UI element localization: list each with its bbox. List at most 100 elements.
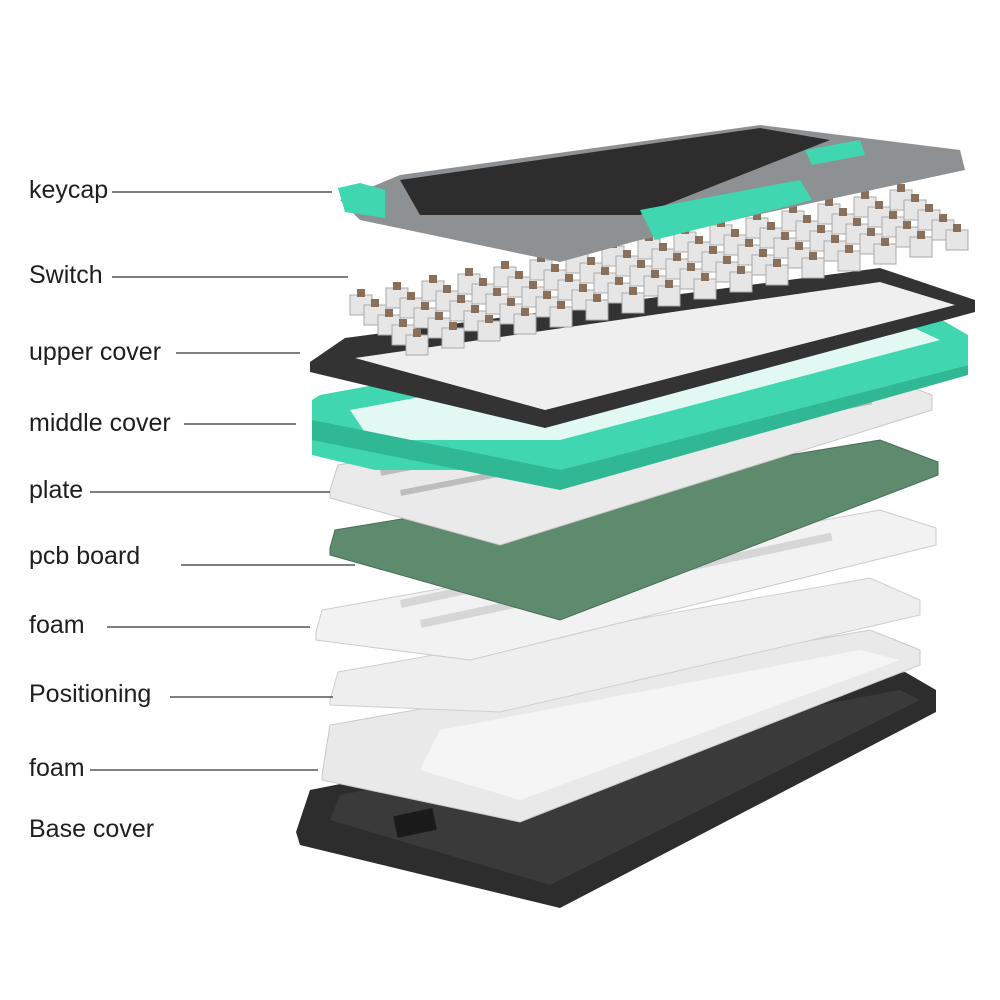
switch-stem (753, 212, 761, 220)
switch-stem (421, 302, 429, 310)
switch-stem (709, 246, 717, 254)
switches-part (349, 184, 969, 356)
switch-stem (479, 278, 487, 286)
switch-body (909, 236, 933, 258)
switch-stem (817, 225, 825, 233)
switch-body (441, 327, 465, 349)
switch-stem (601, 267, 609, 275)
switch-body (513, 313, 537, 335)
switch-stem (659, 243, 667, 251)
switch-stem (515, 271, 523, 279)
switch-stem (845, 245, 853, 253)
label-switch: Switch (29, 261, 103, 289)
switch-stem (831, 235, 839, 243)
switch-stem (457, 295, 465, 303)
switch-body (585, 299, 609, 321)
switch-stem (357, 289, 365, 297)
label-foam-bottom: foam (29, 754, 85, 782)
switch-body (405, 334, 429, 356)
switch-stem (673, 253, 681, 261)
switch-stem (521, 308, 529, 316)
switch-body (801, 257, 825, 279)
switch-stem (385, 309, 393, 317)
switch-stem (767, 222, 775, 230)
switch-body (945, 229, 969, 251)
switch-stem (825, 198, 833, 206)
switch-stem (493, 288, 501, 296)
label-positioning: Positioning (29, 680, 152, 708)
switch-stem (435, 312, 443, 320)
switch-stem (623, 250, 631, 258)
leader-lines (90, 191, 355, 771)
base-cover-part (296, 672, 936, 908)
switch-stem (399, 319, 407, 327)
switch-stem (393, 282, 401, 290)
label-middle-cover: middle cover (29, 409, 171, 437)
switch-stem (731, 229, 739, 237)
switch-stem (471, 305, 479, 313)
switch-stem (695, 236, 703, 244)
switch-stem (629, 287, 637, 295)
switch-stem (737, 266, 745, 274)
switch-stem (429, 275, 437, 283)
switch-stem (875, 201, 883, 209)
switch-body (549, 306, 573, 328)
switch-stem (637, 260, 645, 268)
switch-body (765, 264, 789, 286)
switch-stem (861, 191, 869, 199)
label-foam-top: foam (29, 611, 85, 639)
positioning-part (329, 577, 921, 713)
label-keycap: keycap (29, 176, 109, 204)
switch-stem (781, 232, 789, 240)
switch-body (477, 320, 501, 342)
label-pcb-board: pcb board (29, 542, 141, 570)
switch-stem (449, 322, 457, 330)
switch-body (729, 271, 753, 293)
switch-stem (507, 298, 515, 306)
switch-stem (939, 214, 947, 222)
switch-stem (551, 264, 559, 272)
switch-stem (371, 299, 379, 307)
switch-stem (565, 274, 573, 282)
label-upper-cover: upper cover (29, 338, 162, 366)
switch-stem (557, 301, 565, 309)
switch-stem (485, 315, 493, 323)
switch-stem (917, 231, 925, 239)
switch-stem (903, 221, 911, 229)
switch-stem (853, 218, 861, 226)
switch-stem (651, 270, 659, 278)
switch-stem (413, 329, 421, 337)
switch-stem (839, 208, 847, 216)
switch-stem (881, 238, 889, 246)
switch-stem (953, 224, 961, 232)
switch-stem (407, 292, 415, 300)
switch-stem (867, 228, 875, 236)
switch-stem (911, 194, 919, 202)
label-plate: plate (29, 476, 84, 504)
switch-stem (615, 277, 623, 285)
switch-stem (925, 204, 933, 212)
switch-stem (789, 205, 797, 213)
switch-body (873, 243, 897, 265)
switch-body (657, 285, 681, 307)
switch-stem (889, 211, 897, 219)
switch-stem (665, 280, 673, 288)
switch-stem (687, 263, 695, 271)
switch-body (693, 278, 717, 300)
switch-stem (795, 242, 803, 250)
switch-stem (803, 215, 811, 223)
keycaps-part (338, 125, 965, 262)
switch-stem (465, 268, 473, 276)
switch-body (621, 292, 645, 314)
switch-stem (593, 294, 601, 302)
switch-stem (809, 252, 817, 260)
switch-stem (701, 273, 709, 281)
switch-stem (773, 259, 781, 267)
switch-stem (543, 291, 551, 299)
switch-stem (723, 256, 731, 264)
upper-cover-part (310, 268, 975, 428)
switch-stem (759, 249, 767, 257)
switch-body (837, 250, 861, 272)
